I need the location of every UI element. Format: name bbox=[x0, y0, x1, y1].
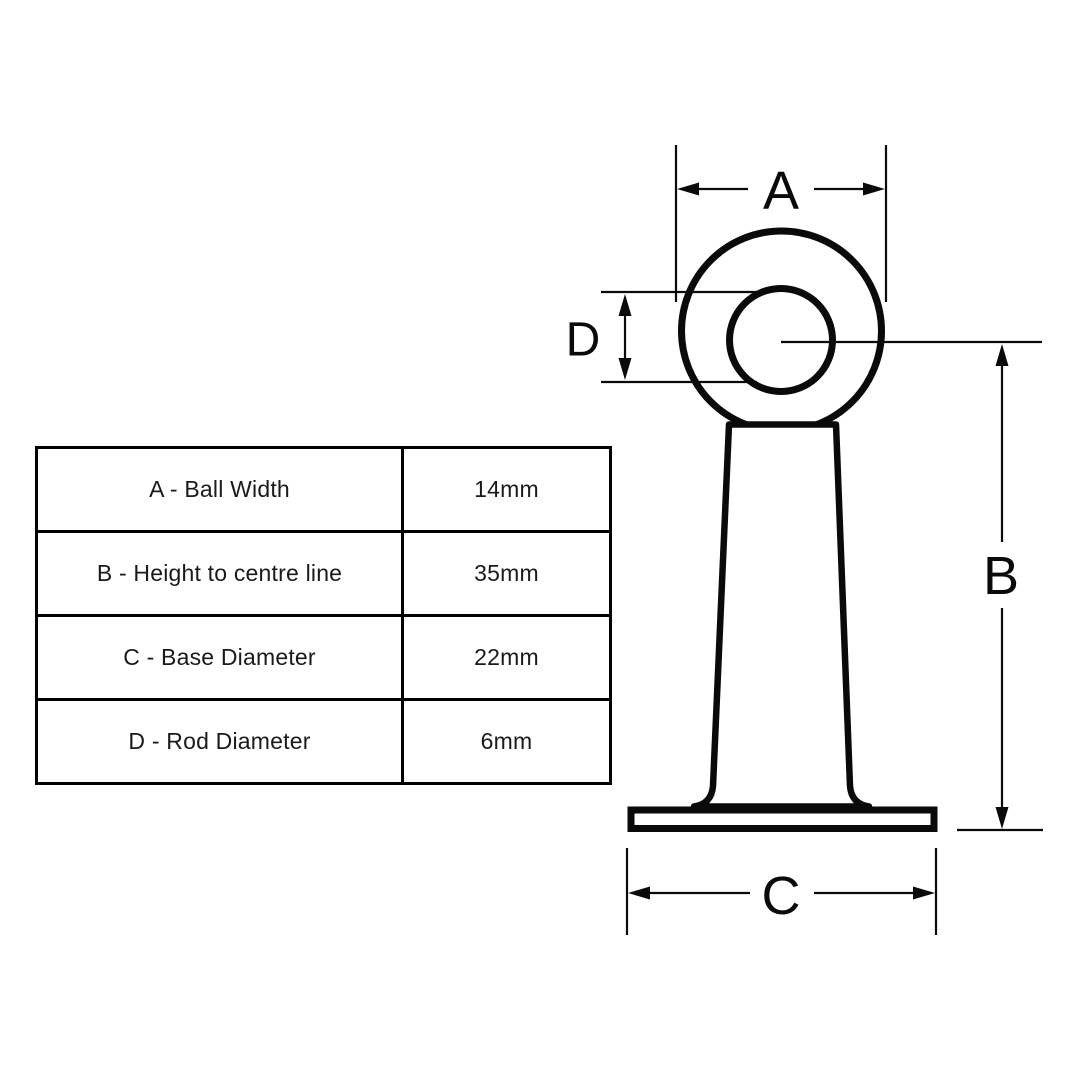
dimension-d bbox=[601, 290, 760, 384]
dim-label-d: D bbox=[566, 314, 601, 367]
dim-value-cell: 6mm bbox=[401, 698, 612, 785]
dim-name-cell: B - Height to centre line bbox=[35, 530, 404, 617]
dim-b-arrowhead-down bbox=[995, 807, 1009, 829]
dim-value-cell: 22mm bbox=[401, 614, 612, 701]
dimension-table: A - Ball Width 14mm B - Height to centre… bbox=[35, 446, 612, 785]
dim-name-cell: A - Ball Width bbox=[35, 446, 404, 533]
dim-name-cell: C - Base Diameter bbox=[35, 614, 404, 701]
dim-label-b: B bbox=[983, 546, 1019, 606]
dim-d-arrowhead-up bbox=[618, 294, 632, 316]
dim-b-arrowhead-up bbox=[995, 344, 1009, 366]
table-row: B - Height to centre line 35mm bbox=[35, 530, 612, 617]
dim-a-arrowhead-left bbox=[677, 182, 699, 196]
dim-c-arrowhead-left bbox=[628, 886, 650, 900]
dim-value-cell: 35mm bbox=[401, 530, 612, 617]
stem bbox=[690, 421, 873, 810]
dim-d-arrowhead-down bbox=[618, 358, 632, 380]
dim-value-cell: 14mm bbox=[401, 446, 612, 533]
dimension-b bbox=[957, 344, 1043, 832]
dim-label-a: A bbox=[763, 161, 799, 221]
dimension-c bbox=[625, 848, 938, 935]
dim-label-c: C bbox=[762, 866, 801, 926]
table-row: C - Base Diameter 22mm bbox=[35, 614, 612, 701]
dim-name-cell: D - Rod Diameter bbox=[35, 698, 404, 785]
bracket-outline bbox=[627, 227, 938, 832]
base-plate bbox=[627, 806, 938, 832]
table-row: A - Ball Width 14mm bbox=[35, 446, 612, 533]
dim-a-arrowhead-right bbox=[863, 182, 885, 196]
table-row: D - Rod Diameter 6mm bbox=[35, 698, 612, 785]
dimension-a bbox=[674, 145, 888, 302]
rod-hole-circle bbox=[726, 285, 836, 395]
dim-c-arrowhead-right bbox=[913, 886, 935, 900]
